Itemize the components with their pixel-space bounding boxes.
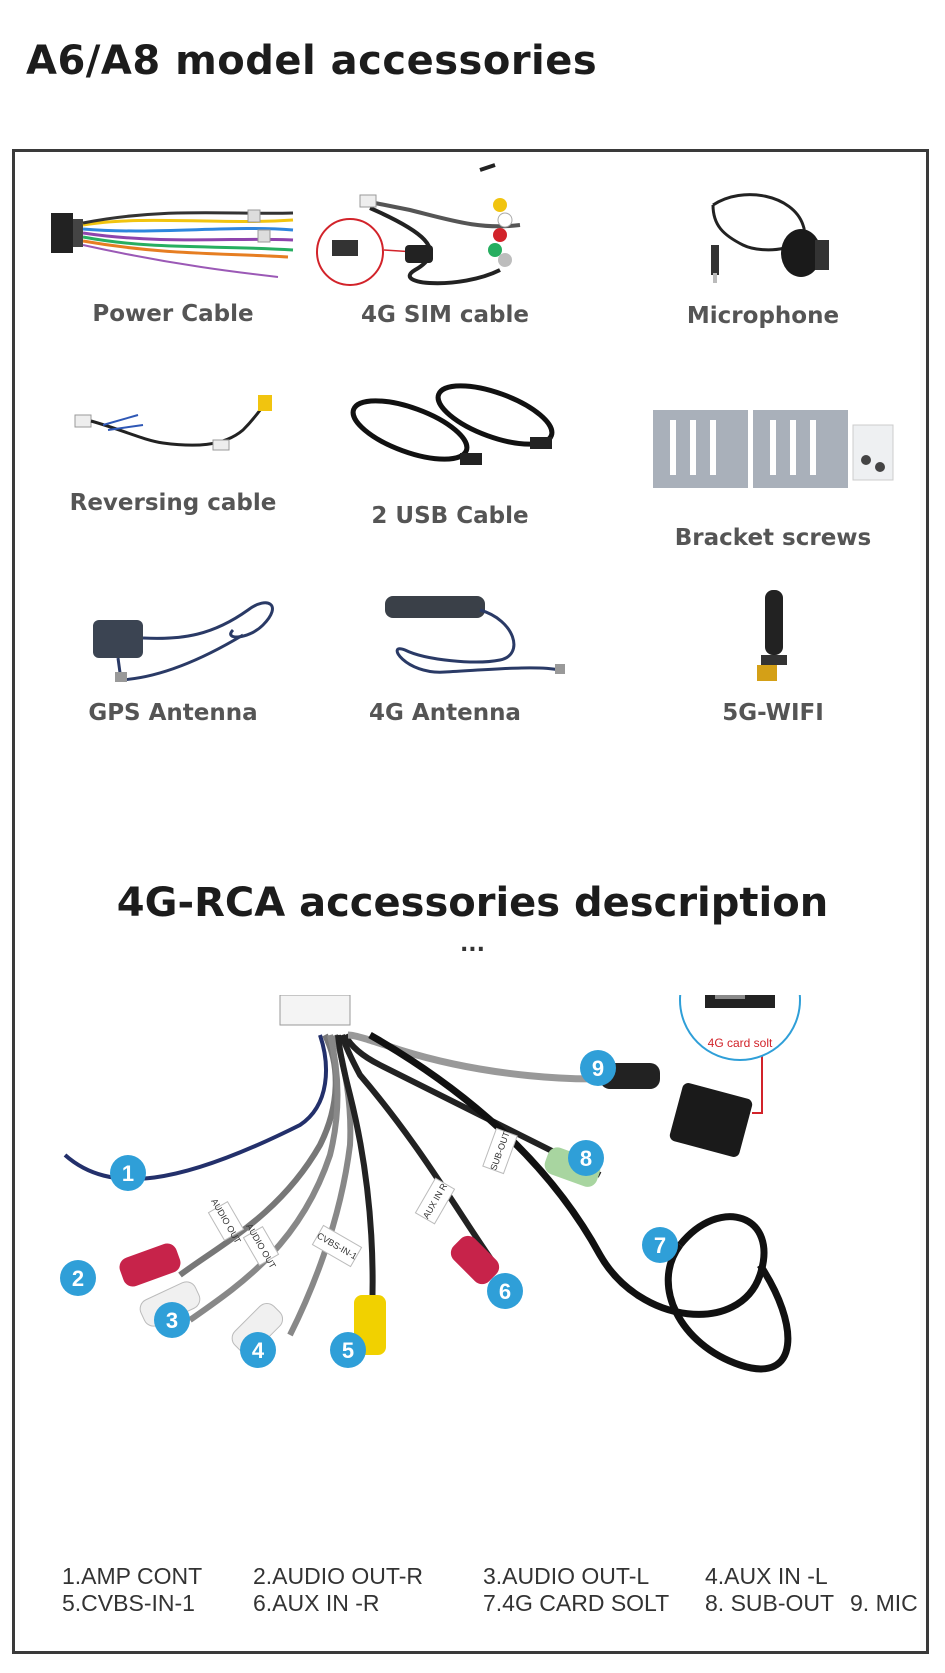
reversing-cable-image xyxy=(74,395,272,451)
legend-item: 5.CVBS-IN-1 xyxy=(62,1590,195,1616)
marker-5 xyxy=(330,1332,366,1368)
legend-item: 7.4G CARD SOLT xyxy=(483,1590,670,1616)
accessory-5g-wifi: 5G-WIFI xyxy=(628,580,918,726)
legend-item: 9. MIC xyxy=(850,1590,918,1616)
bracket-screws-image xyxy=(653,410,894,488)
rca-cable-diagram: 4G card solt AUDIO OUT AUDIO OUT CVBS-IN… xyxy=(60,995,801,1373)
accessory-microphone: Microphone xyxy=(618,185,908,329)
marker-label: 2 xyxy=(72,1266,84,1291)
marker-label: 4 xyxy=(252,1338,265,1363)
accessory-power-cable: Power Cable xyxy=(28,195,318,327)
marker-6 xyxy=(487,1273,523,1309)
marker-3 xyxy=(154,1302,190,1338)
microphone-image xyxy=(711,193,829,283)
legend-item: 4.AUX IN -L xyxy=(705,1563,828,1589)
legend-item: ​ xyxy=(850,1563,918,1590)
legend-column-1: 1.AMP CONT 5.CVBS-IN-1 xyxy=(62,1563,202,1617)
marker-label: 9 xyxy=(592,1056,604,1081)
accessory-label: Power Cable xyxy=(92,301,254,327)
accessory-sim-cable: 4G SIM cable xyxy=(300,160,590,328)
sim-cable-image xyxy=(316,163,521,286)
accessory-label: Bracket screws xyxy=(674,525,872,551)
accessory-label: 4G Antenna xyxy=(369,700,521,726)
accessory-bracket-screws: Bracket screws xyxy=(628,405,918,551)
marker-label: 7 xyxy=(654,1233,666,1258)
marker-label: 6 xyxy=(499,1279,511,1304)
legend-column-5: ​ 9. MIC xyxy=(850,1563,918,1617)
wifi-antenna-image xyxy=(757,590,787,681)
legend-column-4: 4.AUX IN -L 8. SUB-OUT xyxy=(705,1563,834,1617)
accessory-label: 2 USB Cable xyxy=(371,503,529,529)
marker-label: 8 xyxy=(580,1146,592,1171)
power-cable-image xyxy=(51,209,294,278)
legend-column-3: 3.AUDIO OUT-L 7.4G CARD SOLT xyxy=(483,1563,669,1617)
marker-9 xyxy=(580,1050,616,1086)
accessory-label: 5G-WIFI xyxy=(722,700,824,726)
marker-7 xyxy=(642,1227,678,1263)
legend-item: 2.AUDIO OUT-R xyxy=(253,1563,423,1589)
legend-item: 8. SUB-OUT xyxy=(705,1590,835,1616)
gps-antenna-image xyxy=(93,601,274,682)
accessory-usb-cable: 2 USB Cable xyxy=(305,375,595,529)
sim-slot-callout xyxy=(679,995,801,1061)
legend-column-2: 2.AUDIO OUT-R 6.AUX IN -R xyxy=(253,1563,423,1617)
4g-antenna-image xyxy=(385,596,565,674)
marker-8 xyxy=(568,1140,604,1176)
legend-item: 6.AUX IN -R xyxy=(253,1590,380,1616)
accessory-gps-antenna: GPS Antenna xyxy=(28,580,318,726)
marker-2 xyxy=(60,1260,96,1296)
marker-label: 3 xyxy=(166,1308,178,1333)
ellipsis-text: ... xyxy=(459,932,486,957)
section-title: 4G-RCA accessories description xyxy=(116,880,829,926)
accessory-4g-antenna: 4G Antenna xyxy=(300,580,590,726)
accessory-reversing-cable: Reversing cable xyxy=(28,385,318,516)
accessories-frame xyxy=(12,149,929,1654)
marker-4 xyxy=(240,1332,276,1368)
marker-1 xyxy=(110,1155,146,1191)
legend-item: 1.AMP CONT xyxy=(62,1563,203,1589)
accessory-label: Reversing cable xyxy=(69,490,277,516)
marker-label: 5 xyxy=(342,1338,354,1363)
accessory-label: GPS Antenna xyxy=(88,700,258,726)
page-title: A6/A8 model accessories xyxy=(26,38,598,84)
usb-cable-image xyxy=(350,383,555,465)
legend-item: 3.AUDIO OUT-L xyxy=(483,1563,650,1589)
accessory-label: Microphone xyxy=(686,303,840,329)
harness-connector xyxy=(279,995,351,1026)
callout-text: 4G card solt xyxy=(708,1036,773,1050)
accessory-label: 4G SIM cable xyxy=(360,302,529,328)
marker-label: 1 xyxy=(122,1161,134,1186)
